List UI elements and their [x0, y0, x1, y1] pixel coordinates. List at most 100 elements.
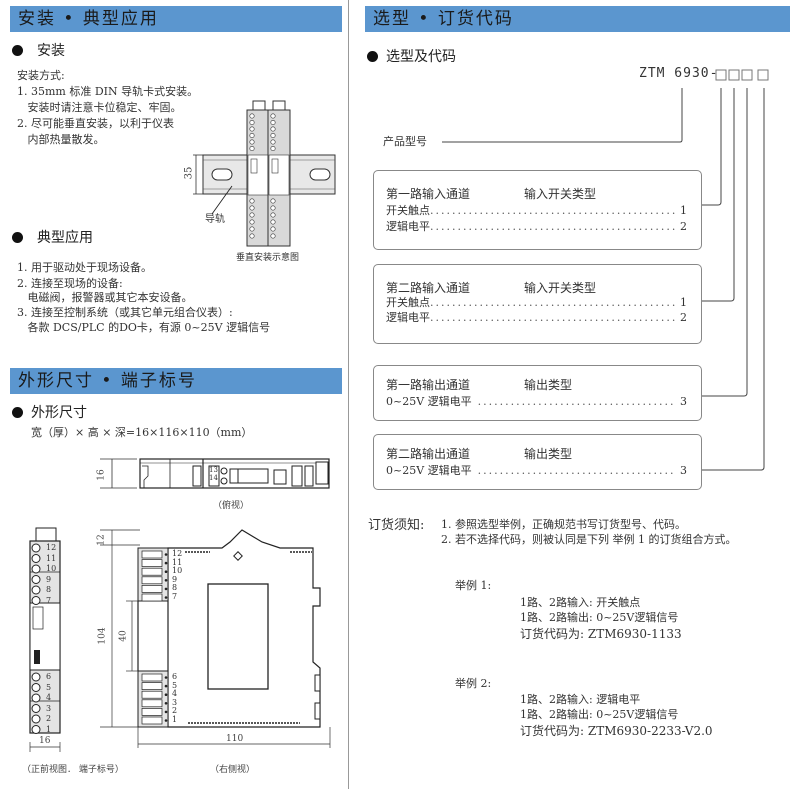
order-notice-label: 订货须知:: [368, 518, 425, 533]
code-slot-3: [741, 69, 753, 81]
example-1-input: 1路、2路输入: 开关触点: [520, 596, 641, 609]
bullet-dot-icon: [367, 51, 378, 62]
order-notice-item-1: 1. 参照选型举例，正确规范书写订货型号、代码。: [441, 518, 686, 531]
option-row: 0~25V 逻辑电平..............................…: [386, 394, 687, 409]
section-header-install: 安装 • 典型应用: [10, 6, 342, 32]
install-method-heading: 安装方式:: [17, 69, 65, 82]
box-type: 输入开关类型: [524, 187, 597, 201]
application-item-1: 1. 用于驱动处于现场设备。: [17, 261, 152, 274]
terminal-number: 10: [46, 564, 57, 573]
column-divider: [348, 0, 349, 789]
front-view-caption: （正前视图． 端子标号）: [22, 765, 124, 775]
code-slot-4: [757, 69, 769, 81]
option-row: 逻辑电平....................................…: [386, 219, 687, 234]
terminal-number: 6: [172, 672, 178, 681]
option-code: 2: [680, 311, 687, 324]
top-view-terminal-label: 13 14: [209, 466, 218, 482]
dot-leader: ........................................…: [430, 204, 676, 217]
code-slot-1: [715, 69, 727, 81]
code-slot-2: [728, 69, 740, 81]
bullet-selection: 选型及代码: [367, 48, 456, 66]
bullet-application: 典型应用: [12, 229, 93, 247]
application-item-3: 3. 连接至控制系统（或其它单元组合仪表）:: [17, 306, 233, 319]
option-box-input-1: 第一路输入通道 输入开关类型 开关触点......................…: [373, 170, 702, 250]
model-code: ZTM 6930-: [639, 66, 719, 81]
bullet-dot-icon: [12, 407, 23, 418]
option-label: 逻辑电平: [386, 220, 430, 233]
order-notice-item-2: 2. 若不选择代码，则被认同是下列 举例 1 的订货组合方式。: [441, 533, 737, 546]
option-row: 开关触点....................................…: [386, 295, 687, 310]
terminal-number: 9: [46, 574, 52, 584]
option-box-output-2: 第二路输出通道 输出类型 0~25V 逻辑电平..................…: [373, 434, 702, 490]
terminal-number: 2: [46, 714, 52, 723]
terminal-number: 6: [46, 672, 52, 681]
terminal-number: 1: [46, 724, 52, 734]
terminal-number: 11: [46, 553, 57, 563]
bullet-dot-icon: [12, 232, 23, 243]
terminal-number: 7: [172, 592, 178, 601]
box-type: 输入开关类型: [524, 281, 597, 295]
bullet-install: 安装: [12, 42, 65, 60]
dot-leader: ........................................…: [430, 296, 676, 309]
box-title: 第二路输出通道: [386, 447, 471, 461]
section-header-dimensions: 外形尺寸 • 端子标号: [10, 368, 342, 394]
front-view-dimension-16: 16: [39, 736, 51, 746]
terminal-number: 9: [172, 574, 178, 584]
terminal-number: 11: [172, 557, 183, 567]
install-item-1b: 安装时请注意卡位稳定、牢固。: [17, 101, 182, 114]
option-label: 开关触点: [386, 204, 430, 217]
example-1-output: 1路、2路输出: 0~25V逻辑信号: [520, 611, 679, 624]
box-title: 第一路输出通道: [386, 378, 471, 392]
application-item-2b: 电磁阀，报警器或其它本安设备。: [17, 291, 193, 304]
install-item-2: 2. 尽可能垂直安装，以利于仪表: [17, 117, 174, 130]
bullet-dot-icon: [12, 45, 23, 56]
application-item-3b: 各款 DCS/PLC 的DO卡，有源 0~25V 逻辑信号: [17, 321, 271, 334]
option-box-input-2: 第二路输入通道 输入开关类型 开关触点......................…: [373, 264, 702, 344]
dot-leader: ........................................…: [430, 220, 676, 233]
option-code: 3: [680, 395, 687, 408]
option-label: 0~25V 逻辑电平: [386, 395, 472, 408]
terminal-number: 12: [172, 549, 183, 558]
option-row: 0~25V 逻辑电平..............................…: [386, 463, 687, 478]
terminal-number: 2: [172, 706, 178, 716]
install-item-2b: 内部热量散发。: [17, 133, 105, 146]
example-2-input: 1路、2路输入: 逻辑电平: [520, 693, 641, 706]
option-label: 0~25V 逻辑电平: [386, 464, 472, 477]
box-title: 第二路输入通道: [386, 281, 471, 295]
option-code: 1: [680, 204, 687, 217]
bullet-dimensions: 外形尺寸: [12, 404, 87, 422]
install-figure-caption: 垂直安装示意图: [236, 253, 300, 263]
terminal-number: 5: [46, 682, 52, 692]
rail-label: 导轨: [205, 214, 225, 225]
option-box-output-1: 第一路输出通道输出类型 0~25V 逻辑电平..................…: [373, 365, 702, 421]
bullet-selection-label: 选型及代码: [386, 49, 456, 65]
side-dimension-110: 110: [226, 734, 244, 744]
dimensions-formula: 宽（厚）× 高 × 深=16×116×110（mm）: [31, 426, 253, 439]
option-code: 1: [680, 296, 687, 309]
bullet-application-label: 典型应用: [37, 230, 93, 246]
example-1-title: 举例 1:: [455, 579, 492, 592]
dot-leader: ........................................…: [477, 464, 676, 477]
side-view-caption: （右侧视）: [210, 765, 256, 775]
terminal-number: 8: [46, 585, 52, 594]
terminal-number: 3: [172, 697, 178, 707]
terminal-number: 4: [172, 689, 178, 699]
option-row: 逻辑电平....................................…: [386, 310, 687, 325]
dot-leader: ........................................…: [430, 311, 676, 324]
box-title: 第一路输入通道: [386, 187, 471, 201]
terminal-number: 1: [172, 715, 178, 724]
box-type: 输出类型: [524, 447, 573, 461]
bullet-dimensions-label: 外形尺寸: [31, 405, 87, 421]
application-item-2: 2. 连接至现场的设备:: [17, 277, 123, 290]
terminal-number: 7: [46, 595, 52, 605]
bullet-install-label: 安装: [37, 43, 65, 59]
example-2-title: 举例 2:: [455, 677, 492, 690]
option-label: 开关触点: [386, 296, 430, 309]
install-item-1: 1. 35mm 标准 DIN 导轨卡式安装。: [17, 85, 199, 98]
terminal-number: 8: [172, 583, 178, 593]
